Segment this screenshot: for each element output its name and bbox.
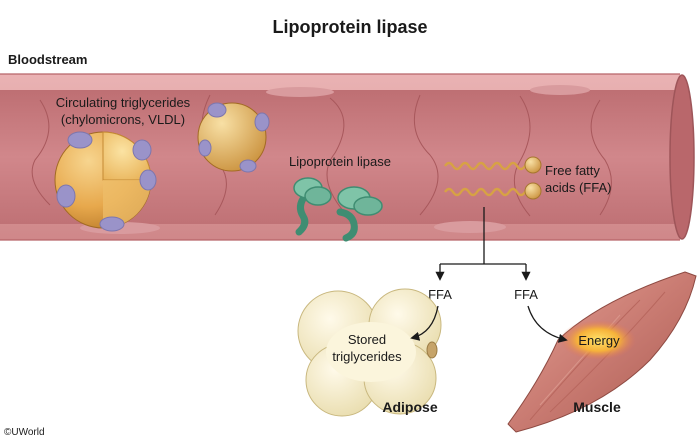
stored-label-line1: Stored xyxy=(348,332,386,347)
muscle-arrow xyxy=(527,305,568,343)
adipose-tissue xyxy=(297,288,442,417)
chylomicron-cutaway xyxy=(54,131,157,232)
ffa-label-line2: acids (FFA) xyxy=(545,180,611,195)
adipose-label: Adipose xyxy=(382,399,437,415)
vldl-particle xyxy=(197,102,270,173)
muscle-label: Muscle xyxy=(573,399,621,415)
page-title: Lipoprotein lipase xyxy=(272,17,427,37)
bloodstream-label: Bloodstream xyxy=(8,52,87,67)
circulating-label-line1: Circulating triglycerides xyxy=(56,95,191,110)
lpl-label: Lipoprotein lipase xyxy=(289,154,391,169)
ffa-branch-arrows xyxy=(435,207,531,281)
free-fatty-acids xyxy=(444,156,542,200)
stored-label-line2: triglycerides xyxy=(332,349,402,364)
ffa-label-line1: Free fatty xyxy=(545,163,600,178)
copyright: ©UWorld xyxy=(4,427,45,438)
ffa-to-adipose-label: FFA xyxy=(428,287,452,302)
circulating-label-line2: (chylomicrons, VLDL) xyxy=(61,112,185,127)
energy-label: Energy xyxy=(578,333,620,348)
lipoprotein-lipase-enzyme xyxy=(293,177,383,242)
muscle-tissue xyxy=(507,271,697,433)
ffa-to-muscle-label: FFA xyxy=(514,287,538,302)
adipose-arrow xyxy=(410,305,439,341)
